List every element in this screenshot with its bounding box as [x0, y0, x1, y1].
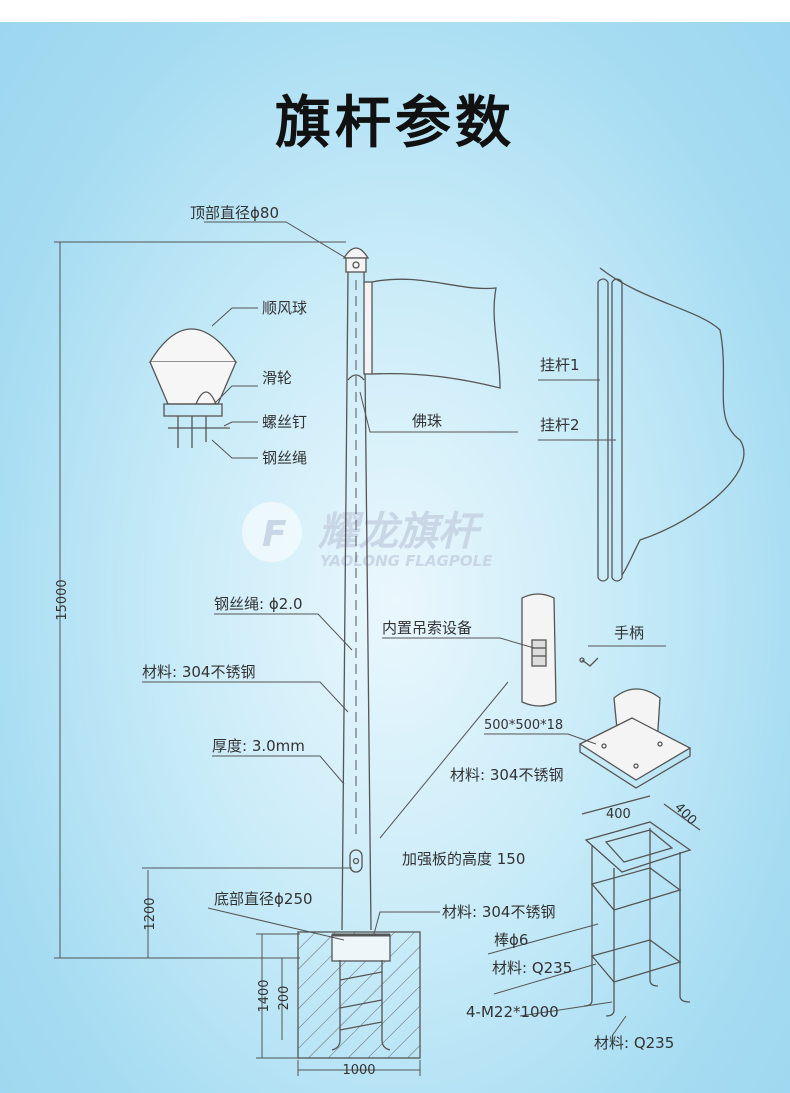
- label-top-diameter: 顶部直径ϕ80: [190, 204, 279, 222]
- watermark-brand-en: YAOLONG FLAGPOLE: [320, 552, 493, 570]
- dim-1200: 1200: [143, 897, 158, 930]
- foundation: [297, 931, 421, 1059]
- label-thickness: 厚度: 3.0mm: [212, 737, 305, 755]
- label-builtin-sling: 内置吊索设备: [382, 619, 472, 637]
- label-wire-rope-spec: 钢丝绳: ϕ2.0: [214, 595, 303, 613]
- anchor-cage-detail: [581, 795, 701, 1017]
- callout-labels: 顶部直径ϕ80 顺风球 滑轮 螺丝钉 钢丝绳 佛珠 挂杆1 挂杆2 钢丝绳: ϕ…: [142, 204, 699, 1052]
- main-pole: [341, 247, 372, 931]
- label-bottom-diameter: 底部直径ϕ250: [214, 890, 313, 908]
- dim-200: 200: [277, 986, 292, 1011]
- leader-lines: [142, 221, 666, 1037]
- label-material-pole: 材料: 304不锈钢: [142, 663, 255, 681]
- label-wind-ball: 顺风球: [262, 299, 307, 317]
- svg-text:F: F: [262, 514, 287, 555]
- label-hook-pole-2: 挂杆2: [540, 416, 580, 434]
- dim-1000: 1000: [342, 1063, 375, 1078]
- label-hook-pole-1: 挂杆1: [540, 356, 580, 374]
- dim-1400: 1400: [257, 979, 272, 1012]
- dimension-labels: 15000 1200 1400 200 1000: [55, 579, 376, 1078]
- label-rod: 棒ϕ6: [494, 931, 528, 949]
- top-margin: [0, 0, 790, 22]
- label-material-rod: 材料: Q235: [492, 959, 572, 977]
- label-screw: 螺丝钉: [262, 413, 307, 431]
- dimension-lines: [54, 241, 421, 1076]
- label-material-base: 材料: 304不锈钢: [450, 766, 563, 784]
- base-plate-detail: [578, 688, 692, 789]
- label-rib-height: 加强板的高度 150: [402, 850, 525, 868]
- watermark-brand-cn: 耀龙旗杆: [318, 509, 484, 555]
- label-wire-rope: 钢丝绳: [262, 449, 307, 467]
- watermark-logo-icon: [242, 502, 302, 562]
- label-base-plate: 500*500*18: [484, 718, 563, 733]
- dim-400-b: 400: [671, 800, 699, 828]
- label-pulley: 滑轮: [262, 369, 292, 387]
- label-material-bottom: 材料: 304不锈钢: [442, 903, 555, 921]
- page-title: 旗杆参数: [275, 91, 515, 156]
- flag: [363, 278, 501, 389]
- label-buddha-bead: 佛珠: [412, 412, 442, 430]
- label-handle: 手柄: [614, 624, 644, 642]
- hook-poles-detail: [597, 267, 745, 582]
- sling-detail: [521, 593, 599, 707]
- dim-total-height: 15000: [55, 579, 70, 620]
- dim-400-a: 400: [606, 807, 631, 822]
- label-material-anchor: 材料: Q235: [594, 1034, 674, 1052]
- wind-ball-detail: [148, 328, 238, 448]
- label-anchor-bolts: 4-M22*1000: [466, 1003, 559, 1021]
